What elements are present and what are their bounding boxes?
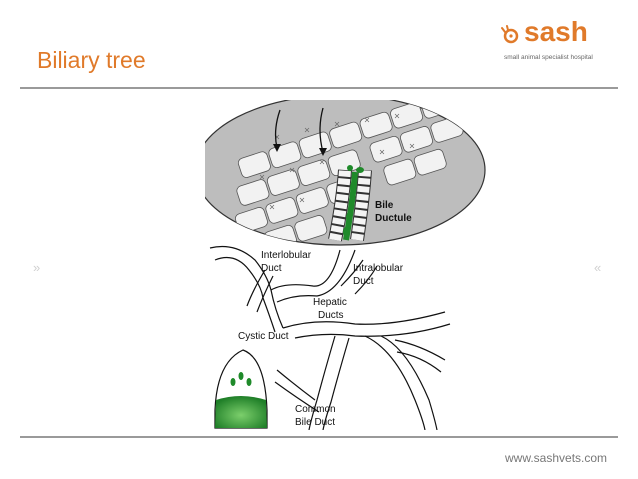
- arrowhead-right: [319, 148, 327, 156]
- double-chevron-right-icon[interactable]: »: [33, 260, 41, 275]
- bile-ductule: [328, 165, 372, 242]
- sash-logo: sash small animal specialist hospital: [500, 16, 610, 70]
- label-bile-duct: Bile Duct: [295, 417, 335, 428]
- label-hepatic-ducts: Ducts: [318, 310, 344, 321]
- label-hepatic: Hepatic: [313, 297, 347, 308]
- label-bile: Bile: [375, 200, 394, 211]
- gallbladder: [214, 349, 268, 429]
- logo-wordmark: sash: [524, 16, 588, 47]
- double-chevron-left-icon[interactable]: «: [594, 260, 602, 275]
- duct-tree: [209, 245, 451, 430]
- label-interlobular: Interlobular: [261, 250, 312, 261]
- footer-divider: [20, 436, 618, 438]
- arrowhead-left: [273, 144, 281, 152]
- label-ductule: Ductule: [375, 213, 412, 224]
- label-common: Common: [295, 404, 336, 415]
- slide-title: Biliary tree: [37, 47, 146, 73]
- label-cystic-duct: Cystic Duct: [238, 331, 289, 342]
- logo-mascot-icon: [501, 25, 519, 44]
- biliary-tree-diagram: Bile Ductule Interlobular Duct Intralobu…: [205, 100, 486, 430]
- title-divider: [20, 87, 618, 89]
- logo-tagline: small animal specialist hospital: [504, 54, 593, 61]
- footer-url[interactable]: www.sashvets.com: [505, 451, 608, 465]
- label-interlobular-duct: Duct: [261, 263, 282, 274]
- label-intralobular: Intralobular: [353, 263, 404, 274]
- label-intralobular-duct: Duct: [353, 276, 374, 287]
